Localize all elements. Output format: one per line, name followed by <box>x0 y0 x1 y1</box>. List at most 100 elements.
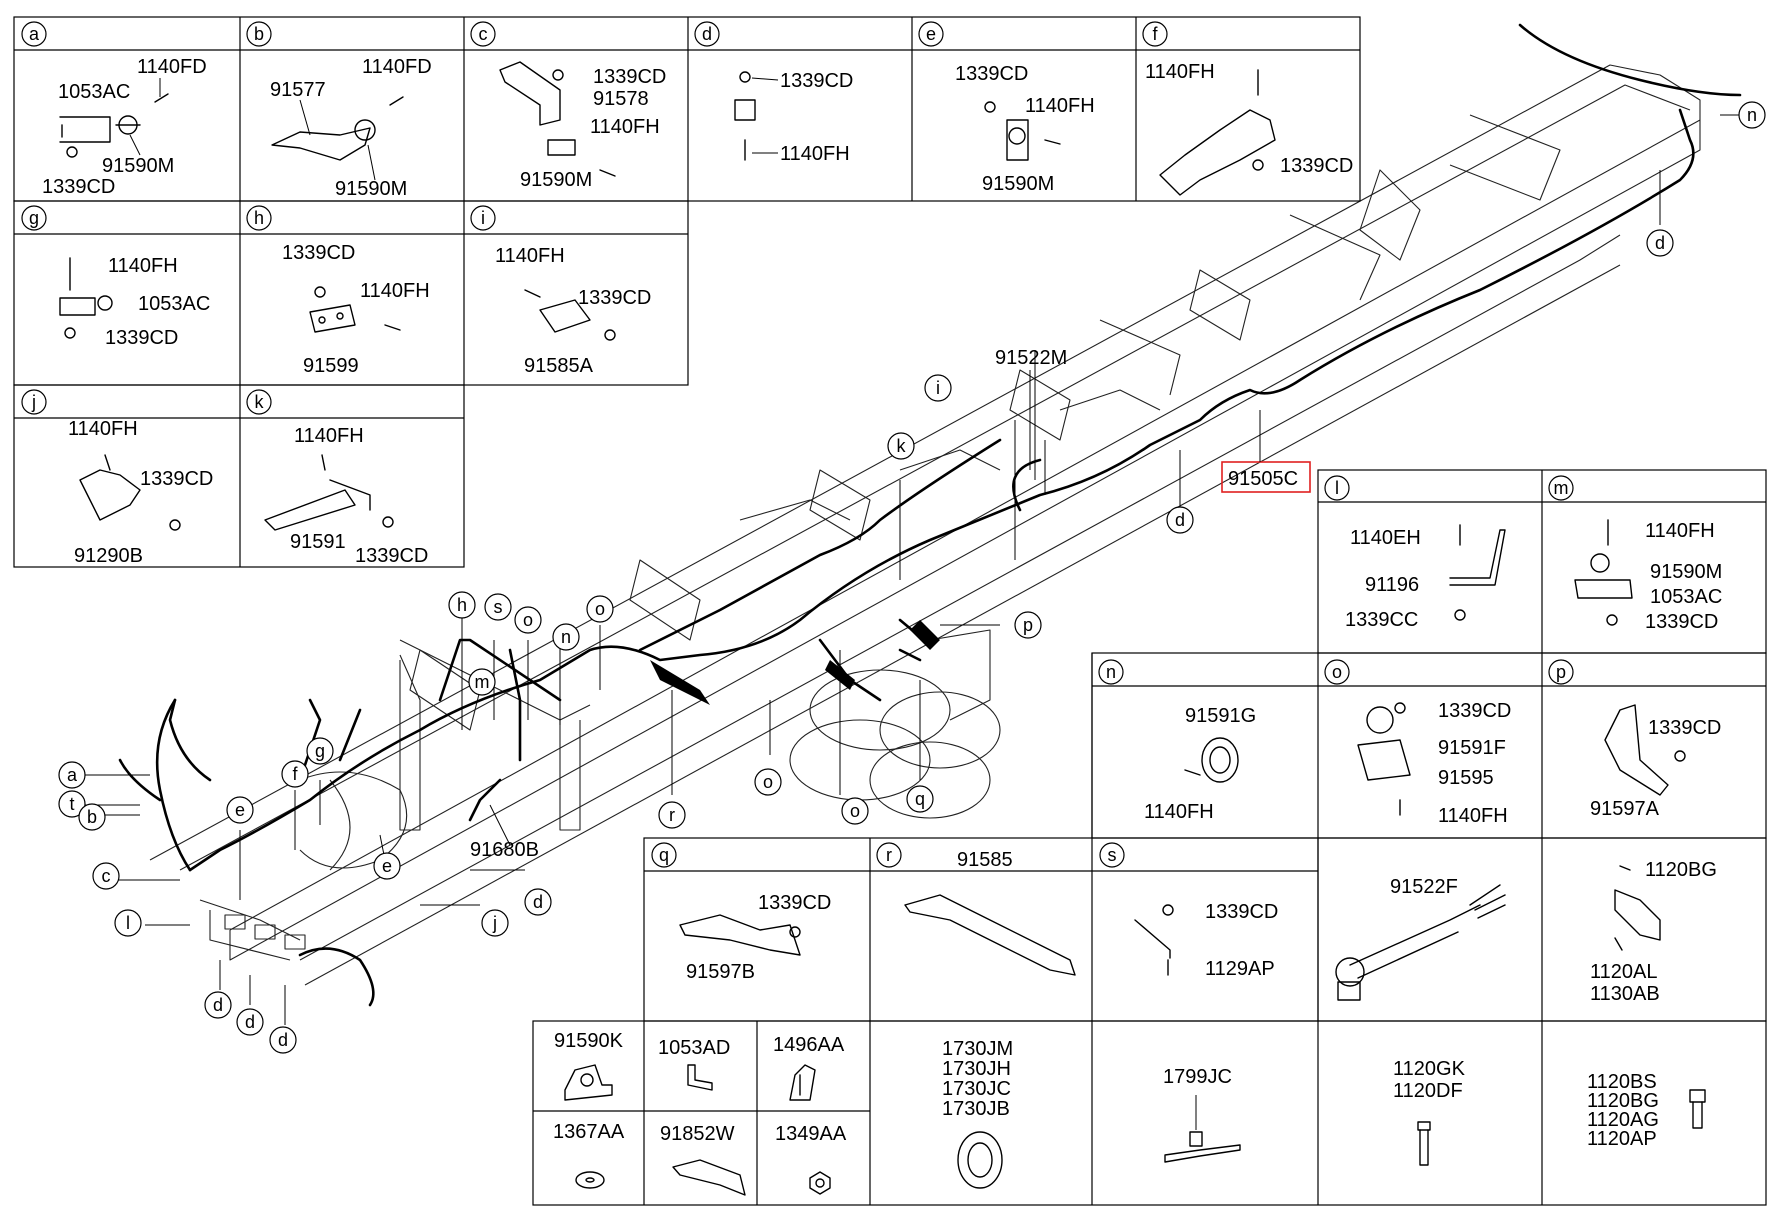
svg-text:1140FD: 1140FD <box>362 56 432 78</box>
svg-text:g: g <box>29 208 39 228</box>
svg-text:b: b <box>254 24 264 44</box>
svg-text:1053AC: 1053AC <box>1650 586 1722 608</box>
svg-text:h: h <box>457 595 467 615</box>
svg-text:1130AB: 1130AB <box>1590 983 1660 1005</box>
svg-text:r: r <box>669 805 675 825</box>
svg-text:s: s <box>1108 845 1117 865</box>
svg-text:1140EH: 1140EH <box>1350 527 1421 549</box>
inset-headers-right: l m n o p <box>1098 475 1574 685</box>
svg-text:1339CD: 1339CD <box>42 176 115 198</box>
svg-text:k: k <box>255 392 265 412</box>
inset-m: 1140FH 91590M 1053AC 1339CD <box>1574 519 1722 633</box>
svg-text:j: j <box>492 913 497 933</box>
inset-p: 1339CD 91597A <box>1590 704 1721 820</box>
svg-text:1730JB: 1730JB <box>942 1098 1010 1120</box>
svg-text:1339CD: 1339CD <box>1438 700 1511 722</box>
svg-text:1140FH: 1140FH <box>1645 520 1715 542</box>
svg-text:1339CD: 1339CD <box>1645 611 1718 633</box>
svg-text:h: h <box>254 208 264 228</box>
svg-text:1140FH: 1140FH <box>1025 95 1095 117</box>
svg-text:1120DF: 1120DF <box>1393 1080 1463 1102</box>
harness-label-91680b: 91680B <box>470 839 539 861</box>
connector-91522f: 91522F <box>1335 876 1506 1001</box>
svg-text:1053AC: 1053AC <box>58 81 130 103</box>
inset-d: 1339CD 1140FH <box>734 70 853 165</box>
svg-text:1339CD: 1339CD <box>593 66 666 88</box>
svg-text:91196: 91196 <box>1365 574 1419 596</box>
svg-text:1339CD: 1339CD <box>1205 901 1278 923</box>
svg-text:91290B: 91290B <box>74 545 143 567</box>
inset-o: 1339CD 91591F 91595 1140FH <box>1357 700 1511 827</box>
svg-text:f: f <box>1152 24 1158 44</box>
inset-grid-top-left <box>13 16 1361 568</box>
svg-text:91578: 91578 <box>593 88 649 110</box>
inset-j: 1140FH 1339CD 91290B <box>68 418 213 567</box>
svg-text:91595: 91595 <box>1438 767 1494 789</box>
highlighted-part-label: 91505C <box>1228 468 1298 490</box>
svg-text:1140FH: 1140FH <box>360 280 430 302</box>
svg-text:1053AD: 1053AD <box>658 1037 730 1059</box>
svg-text:91852W: 91852W <box>660 1123 735 1145</box>
svg-text:91591G: 91591G <box>1185 705 1256 727</box>
svg-text:1140FH: 1140FH <box>294 425 364 447</box>
svg-text:1730JH: 1730JH <box>942 1058 1011 1080</box>
svg-text:g: g <box>315 741 325 761</box>
bolt-part: 1120BS 1120BG 1120AG 1120AP <box>1587 1071 1706 1150</box>
inset-l: 1140EH 91196 1339CC <box>1345 524 1506 631</box>
svg-text:1339CD: 1339CD <box>140 468 213 490</box>
svg-text:o: o <box>595 599 605 619</box>
svg-text:1140FH: 1140FH <box>108 255 178 277</box>
svg-text:1120AG: 1120AG <box>1587 1109 1659 1131</box>
inset-h: 1339CD 1140FH 91599 <box>282 242 430 377</box>
inset-r: 91585 <box>904 849 1076 976</box>
svg-text:91591: 91591 <box>290 531 346 553</box>
svg-text:d: d <box>702 24 712 44</box>
svg-text:91585A: 91585A <box>524 355 594 377</box>
svg-text:91590M: 91590M <box>102 155 174 177</box>
svg-text:p: p <box>1556 662 1566 682</box>
svg-text:t: t <box>69 794 74 814</box>
svg-text:1129AP: 1129AP <box>1205 958 1275 980</box>
svg-text:1339CD: 1339CD <box>955 63 1028 85</box>
inset-headers-bottom: q r s <box>651 842 1125 868</box>
svg-text:1120BS: 1120BS <box>1587 1071 1657 1093</box>
svg-text:1349AA: 1349AA <box>775 1123 847 1145</box>
inset-k: 1140FH 91591 1339CD <box>264 425 428 567</box>
svg-text:d: d <box>533 892 543 912</box>
svg-text:d: d <box>213 995 223 1015</box>
svg-text:1120BG: 1120BG <box>1645 859 1717 881</box>
bolt-bracket-parts: 1120BG 1120AL 1130AB <box>1590 859 1717 1005</box>
svg-text:j: j <box>31 392 36 412</box>
svg-text:q: q <box>915 789 925 809</box>
main-view-part-labels: 91522M 91680B 91505C <box>470 347 1311 861</box>
svg-text:91585: 91585 <box>957 849 1013 871</box>
main-view-callouts <box>80 114 1740 1025</box>
svg-text:91591F: 91591F <box>1438 737 1506 759</box>
svg-text:q: q <box>659 845 669 865</box>
inset-a: 1140FD 1053AC 91590M 1339CD <box>42 56 207 198</box>
svg-text:c: c <box>102 866 111 886</box>
svg-text:n: n <box>1106 662 1116 682</box>
inset-s: 1339CD 1129AP <box>1134 901 1278 980</box>
tie-part: 1799JC <box>1163 1066 1241 1163</box>
svg-text:1140FD: 1140FD <box>137 56 207 78</box>
grommet-parts: 1730JM 1730JH 1730JC 1730JB <box>942 1038 1013 1189</box>
svg-text:1140FH: 1140FH <box>495 245 565 267</box>
svg-text:91590M: 91590M <box>335 178 407 200</box>
svg-text:d: d <box>1175 510 1185 530</box>
svg-text:f: f <box>292 764 298 784</box>
svg-text:e: e <box>235 800 245 820</box>
svg-text:91590K: 91590K <box>554 1030 624 1052</box>
svg-text:1120BG: 1120BG <box>1587 1090 1659 1112</box>
svg-text:1339CD: 1339CD <box>578 287 651 309</box>
svg-text:1140FH: 1140FH <box>1144 801 1214 823</box>
svg-text:1339CC: 1339CC <box>1345 609 1418 631</box>
svg-text:91597A: 91597A <box>1590 798 1660 820</box>
svg-text:1339CD: 1339CD <box>1280 155 1353 177</box>
svg-text:d: d <box>245 1012 255 1032</box>
svg-text:1339CD: 1339CD <box>282 242 355 264</box>
svg-text:91590M: 91590M <box>520 169 592 191</box>
svg-text:d: d <box>278 1030 288 1050</box>
loose-parts-grid-labels: 91590K 1053AD 1496AA 1367AA 91852W 1349A… <box>553 1030 847 1196</box>
